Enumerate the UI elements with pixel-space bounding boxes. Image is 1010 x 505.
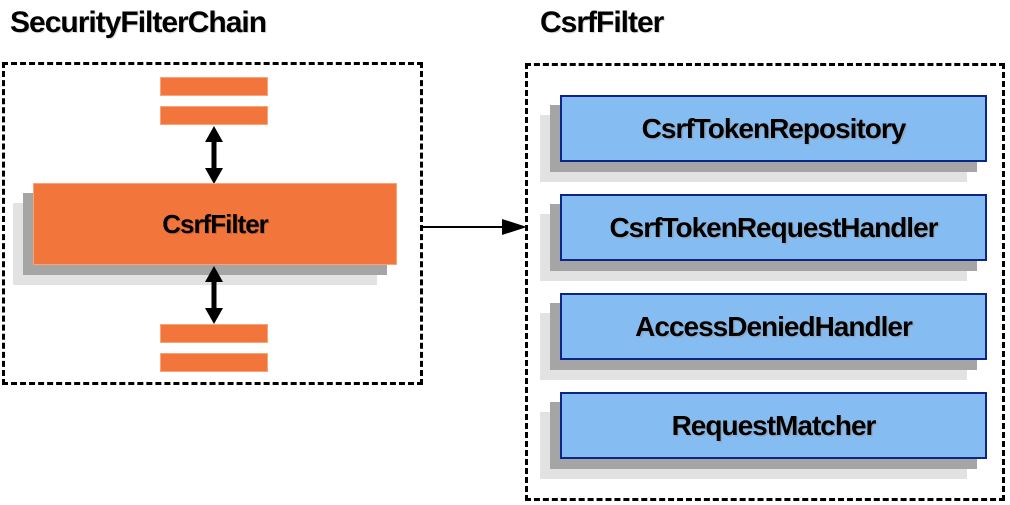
component-box-request-matcher: RequestMatcher bbox=[560, 392, 987, 459]
component-box-csrf-token-repository: CsrfTokenRepository bbox=[560, 95, 987, 162]
component-label: CsrfTokenRepository bbox=[641, 112, 907, 144]
filter-bar bbox=[160, 106, 268, 125]
csrf-filter-box-label: CsrfFilter bbox=[162, 208, 269, 239]
component-box-access-denied-handler: AccessDeniedHandler bbox=[560, 293, 987, 360]
filter-bar bbox=[160, 77, 268, 96]
component-box-csrf-token-request-handler: CsrfTokenRequestHandler bbox=[560, 194, 987, 261]
component-label: RequestMatcher bbox=[671, 409, 877, 441]
csrf-filter-box: CsrfFilter bbox=[33, 183, 397, 265]
flow-arrow-right-icon bbox=[423, 219, 527, 235]
filter-bar bbox=[160, 353, 268, 372]
csrf-filter-title: CsrfFilter bbox=[540, 6, 664, 39]
security-filter-chain-container bbox=[2, 62, 423, 385]
component-label: AccessDeniedHandler bbox=[635, 310, 913, 342]
bidirectional-arrow-icon bbox=[205, 266, 223, 324]
csrf-filter-container bbox=[525, 63, 1005, 501]
component-label: CsrfTokenRequestHandler bbox=[609, 211, 938, 243]
bidirectional-arrow-icon bbox=[205, 126, 223, 184]
security-filter-chain-title: SecurityFilterChain bbox=[10, 6, 267, 39]
filter-bar bbox=[160, 324, 268, 343]
